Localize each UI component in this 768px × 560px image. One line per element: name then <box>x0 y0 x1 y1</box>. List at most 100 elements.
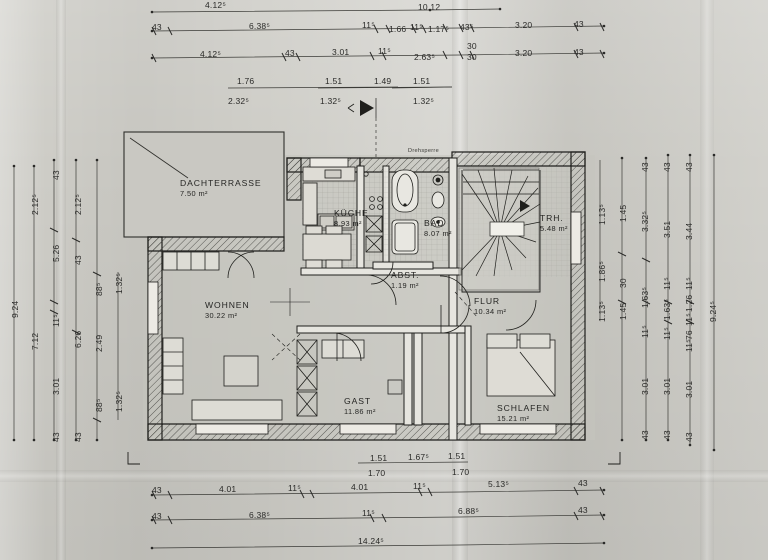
dim-right-b-2: 1.45 <box>618 302 628 320</box>
dim-left-a-0: 9.24 <box>10 300 20 318</box>
dim-right-a-1: 1.86⁵ <box>597 260 607 282</box>
dim-top-r1-1: 10.12 <box>418 2 441 12</box>
dim-top-r2-6: 43⁵ <box>460 22 474 32</box>
dim-bot-r2-3: 4.01 <box>351 482 369 492</box>
dim-top-r4u-2: 1.49 <box>374 76 392 86</box>
dim-right-c-3: 11⁵ <box>640 325 650 338</box>
dim-top-r3-0: 4.12⁵ <box>200 49 222 59</box>
dim-right-d-2: 11⁵ <box>662 277 672 290</box>
dim-top-r2-4: 11⁵ <box>410 22 423 32</box>
dim-left-d-2: 6.26 <box>73 330 83 348</box>
room-label-trh: TRH. 5.48 m² <box>540 213 568 233</box>
dim-top-r2-8: 43 <box>574 19 584 29</box>
dim-right-c-0: 43 <box>640 162 650 172</box>
bedroom-furniture <box>321 333 556 397</box>
dim-top-r2-2: 11⁵ <box>362 20 375 30</box>
dim-right-e-6: 11⁵ <box>684 339 694 352</box>
dim-right-e-7: 3.01 <box>684 380 694 398</box>
dim-right-d-4: 11⁵ <box>662 327 672 340</box>
dim-bot-r1u-2: 1.51 <box>448 451 466 461</box>
dim-bot-r1l-0: 1.70 <box>368 468 386 478</box>
dim-right-e-8: 43 <box>684 432 694 442</box>
room-label-kueche: KÜCHE 8.93 m² <box>334 208 369 228</box>
dim-right-b-0: 1.45 <box>618 204 628 222</box>
dimension-ticks <box>49 22 695 525</box>
dim-left-b-1: 7.12 <box>30 332 40 350</box>
dim-top-r4u-3: 1.51 <box>413 76 431 86</box>
kitchen-fixtures <box>302 166 383 269</box>
dim-top-r1-0: 4.12⁵ <box>205 0 227 10</box>
dim-top-r4l-2: 1.32⁵ <box>413 96 435 106</box>
dim-top-r2-3: 1.66 <box>389 24 407 34</box>
dim-top-r2-0: 43 <box>152 22 162 32</box>
dim-right-d-6: 43 <box>662 430 672 440</box>
staircase <box>454 167 541 319</box>
dim-left-c-2: 11⁵ <box>51 314 61 327</box>
dim-right-d-3: 1.63⁵ <box>662 298 672 320</box>
dim-right-e-1: 3.44 <box>684 222 694 240</box>
dim-right-c-4: 3.01 <box>640 377 650 395</box>
dim-right-c-5: 43 <box>640 430 650 440</box>
bath-fixtures <box>365 169 446 255</box>
dim-left-b-0: 2.12⁵ <box>30 193 40 215</box>
dim-bot-r2-6: 43 <box>578 478 588 488</box>
room-label-flur: FLUR 10.34 m² <box>474 296 507 316</box>
dim-bot-r2-1: 4.01 <box>219 484 237 494</box>
dim-bot-r3-3: 6.88⁵ <box>458 506 480 516</box>
dim-bot-r4-0: 14.24⁵ <box>358 536 384 546</box>
dim-left-f-0: 1.32⁵ <box>114 272 124 294</box>
dim-bot-r3-4: 43 <box>578 505 588 515</box>
room-label-bad: BAD 8.07 m² <box>424 218 452 238</box>
dim-left-e-2: 88⁵ <box>94 398 104 412</box>
dim-right-f-0: 9.24⁵ <box>708 300 718 322</box>
dim-top-r3-6: 30 <box>467 52 477 62</box>
dim-right-e-4: 11⁵ <box>684 313 694 326</box>
living-room-furniture <box>162 251 318 421</box>
dim-bot-r2-0: 43 <box>152 485 162 495</box>
dim-left-e-1: 2.49 <box>94 334 104 352</box>
dim-bot-r1u-1: 1.67⁵ <box>408 452 430 462</box>
dim-left-c-1: 5.26 <box>51 244 61 262</box>
dim-right-d-1: 3.51 <box>662 220 672 238</box>
dim-right-d-0: 43 <box>662 162 672 172</box>
orientation-marker <box>347 98 377 160</box>
dim-top-r4u-1: 1.51 <box>325 76 343 86</box>
dim-left-e-0: 88⁵ <box>94 282 104 296</box>
dim-bot-r2-2: 11⁵ <box>288 483 301 493</box>
dim-left-d-0: 2.12⁵ <box>73 193 83 215</box>
dim-right-d-5: 3.01 <box>662 377 672 395</box>
room-label-dachterrasse: DACHTERRASSE 7.50 m² <box>180 178 262 198</box>
dim-top-r2-5: 1.17⁵ <box>428 24 450 34</box>
dim-bot-r2-4: 11⁵ <box>413 481 426 491</box>
room-label-wohnen: WOHNEN 30.22 m² <box>205 300 250 320</box>
dim-right-c-2: 1.63⁵ <box>640 286 650 308</box>
dim-bot-r3-1: 6.38⁵ <box>249 510 271 520</box>
dim-top-r3-5: 30 <box>467 41 477 51</box>
corner-mark-bottom-right <box>608 452 621 465</box>
dim-top-r4l-1: 1.32⁵ <box>320 96 342 106</box>
dim-right-e-2: 11⁵ <box>684 277 694 290</box>
dim-right-b-1: 30 <box>618 278 628 288</box>
dim-bot-r3-2: 11⁵ <box>362 508 375 518</box>
note-drehsperre: Drehsperre <box>408 148 439 154</box>
dim-top-r4l-0: 2.32⁵ <box>228 96 250 106</box>
windows <box>147 157 582 435</box>
dim-right-a-0: 1.13⁵ <box>597 203 607 225</box>
dim-left-f-1: 1.32⁵ <box>114 390 124 412</box>
dim-left-c-0: 43 <box>51 170 61 180</box>
dim-top-r3-4: 2.63⁵ <box>414 52 436 62</box>
dim-top-r2-7: 3.20 <box>515 20 533 30</box>
door-swings <box>227 251 537 362</box>
dim-top-r3-7: 3.20 <box>515 48 533 58</box>
dimension-lines <box>13 8 715 549</box>
dim-left-c-4: 43 <box>51 432 61 442</box>
dim-top-r3-1: 43 <box>285 48 295 58</box>
dim-top-r3-2: 3.01 <box>332 47 350 57</box>
dim-bot-r2-5: 5.13⁵ <box>488 479 510 489</box>
room-label-gast: GAST 11.86 m² <box>344 396 376 416</box>
dim-left-c-3: 3.01 <box>51 377 61 395</box>
dim-top-r2-1: 6.38⁵ <box>249 21 271 31</box>
dim-right-e-0: 43 <box>684 162 694 172</box>
